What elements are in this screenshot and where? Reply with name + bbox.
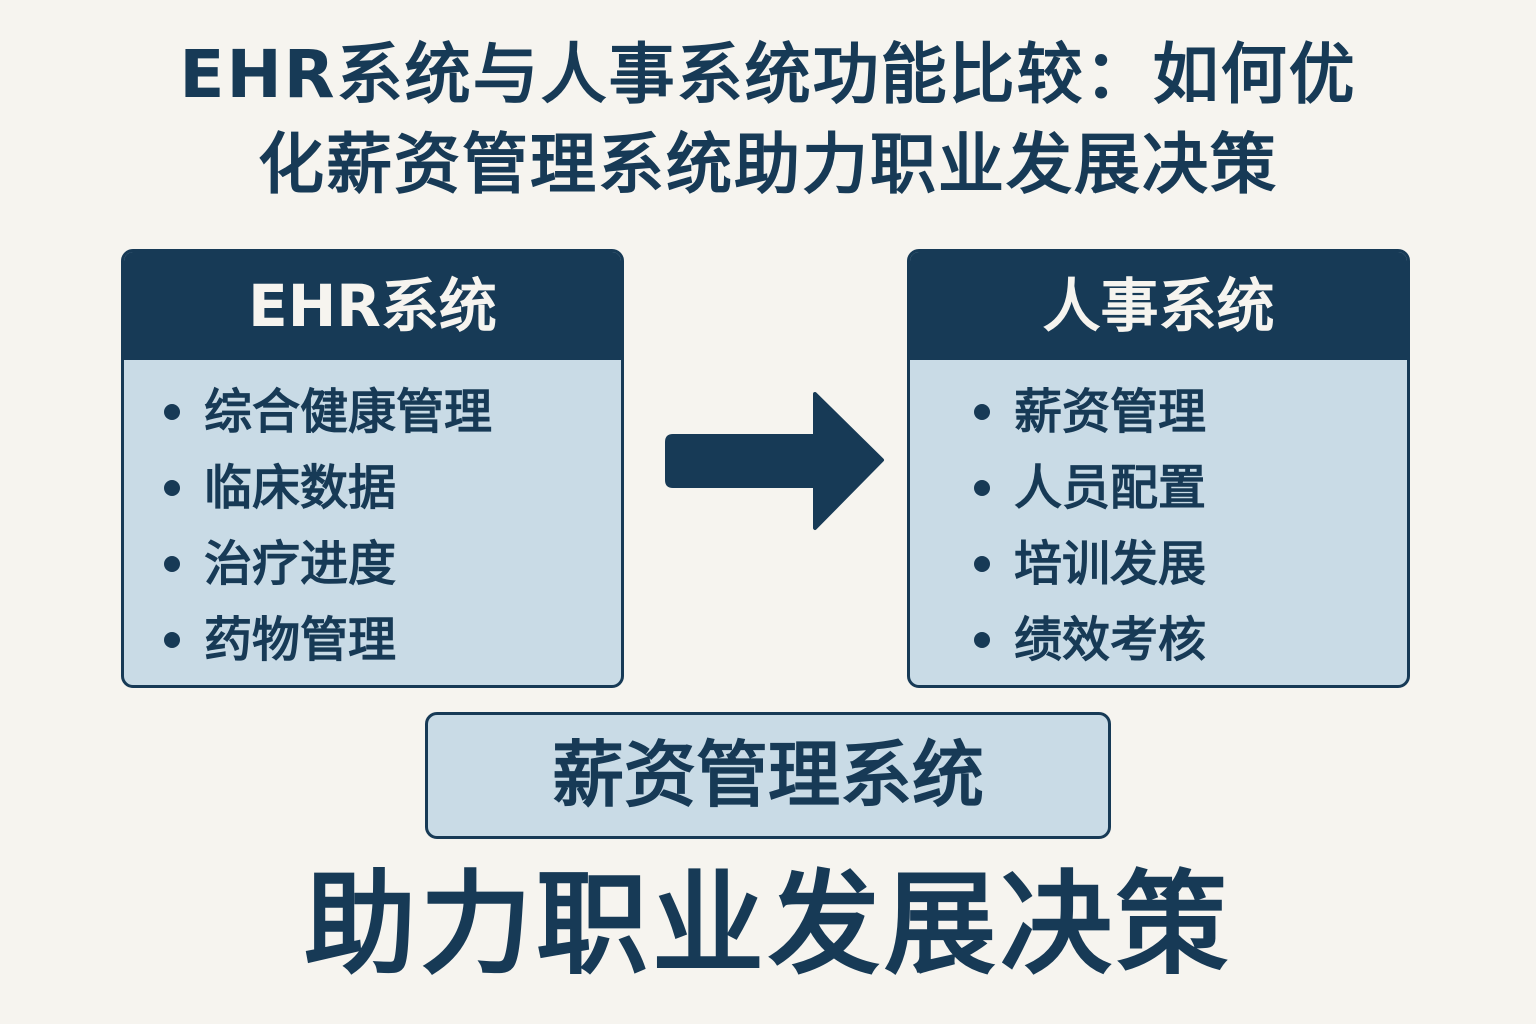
- ehr-panel-heading: EHR系统: [124, 252, 621, 360]
- footer-slogan: 助力职业发展决策: [304, 860, 1232, 990]
- bullet-icon: [974, 404, 990, 420]
- list-item: 人员配置: [974, 450, 1206, 526]
- list-item-label: 绩效考核: [1014, 612, 1207, 668]
- list-item: 治疗进度: [164, 526, 492, 602]
- list-item: 综合健康管理: [164, 374, 492, 450]
- list-item-label: 综合健康管理: [204, 384, 493, 440]
- list-item-label: 临床数据: [204, 460, 397, 516]
- list-item: 培训发展: [974, 526, 1206, 602]
- list-item: 薪资管理: [974, 374, 1206, 450]
- hr-feature-list: 薪资管理 人员配置 培训发展 绩效考核: [974, 374, 1206, 678]
- list-item: 药物管理: [164, 602, 492, 678]
- list-item-label: 人员配置: [1014, 460, 1207, 516]
- bullet-icon: [974, 480, 990, 496]
- right-arrow-icon: [665, 392, 884, 530]
- list-item: 绩效考核: [974, 602, 1206, 678]
- list-item: 临床数据: [164, 450, 492, 526]
- bullet-icon: [164, 404, 180, 420]
- title-line-1: EHR系统与人事系统功能比较：如何优: [179, 36, 1357, 113]
- hr-panel-heading: 人事系统: [910, 252, 1407, 360]
- bullet-icon: [164, 632, 180, 648]
- bullet-icon: [974, 556, 990, 572]
- bullet-icon: [164, 480, 180, 496]
- ehr-feature-list: 综合健康管理 临床数据 治疗进度 药物管理: [164, 374, 492, 678]
- ehr-system-panel: EHR系统 综合健康管理 临床数据 治疗进度 药物管理: [121, 249, 624, 688]
- bullet-icon: [164, 556, 180, 572]
- list-item-label: 治疗进度: [204, 536, 397, 592]
- payroll-system-box: 薪资管理系统: [425, 712, 1111, 839]
- list-item-label: 薪资管理: [1014, 384, 1207, 440]
- title-line-2: 化薪资管理系统助力职业发展决策: [258, 126, 1278, 203]
- hr-system-panel: 人事系统 薪资管理 人员配置 培训发展 绩效考核: [907, 249, 1410, 688]
- bullet-icon: [974, 632, 990, 648]
- list-item-label: 培训发展: [1014, 536, 1207, 592]
- list-item-label: 药物管理: [204, 612, 397, 668]
